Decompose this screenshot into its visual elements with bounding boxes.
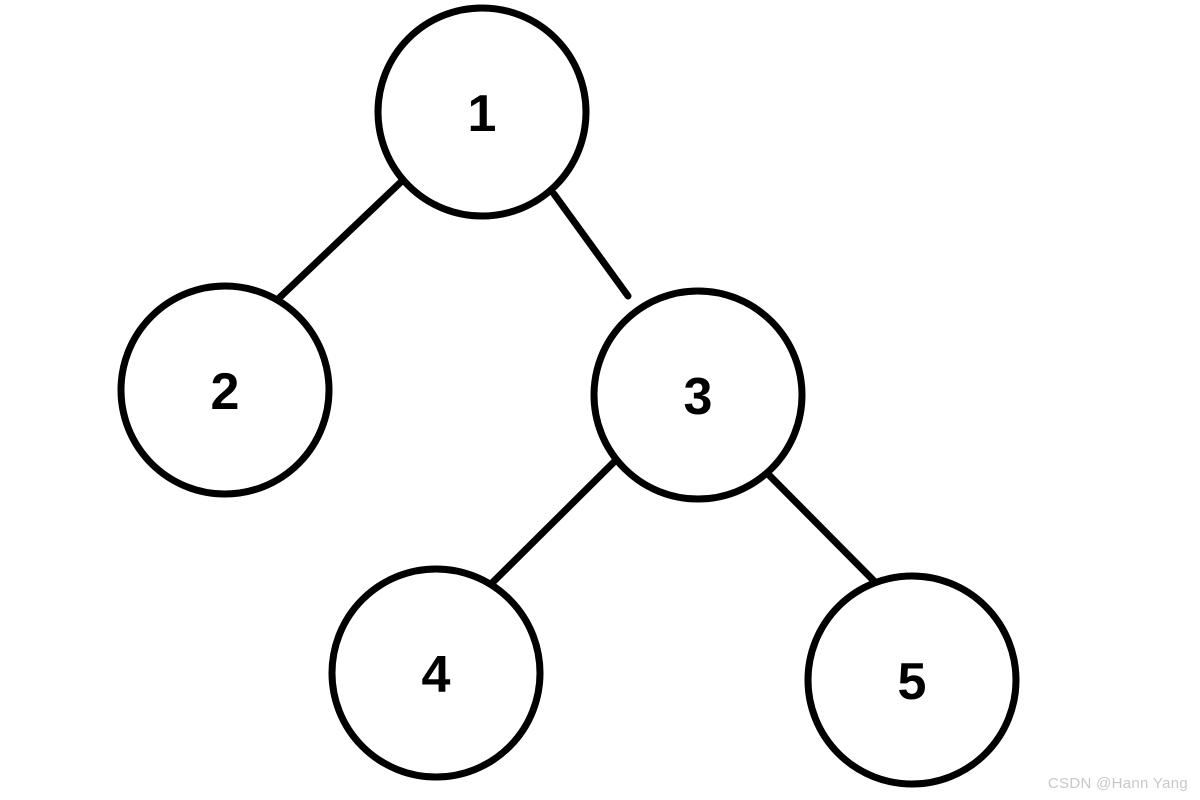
tree-edge-n1-n3	[550, 190, 632, 300]
tree-node-5[interactable]: 5	[804, 572, 1020, 788]
tree-edge-n1-n2	[273, 176, 407, 304]
node-label-1: 1	[468, 85, 497, 143]
tree-edge-n3-n5	[763, 469, 880, 587]
tree-node-3[interactable]: 3	[590, 287, 806, 503]
node-circle-5[interactable]	[804, 572, 1020, 788]
tree-node-2[interactable]: 2	[117, 282, 333, 498]
node-label-5: 5	[898, 653, 927, 711]
node-label-4: 4	[422, 646, 451, 704]
node-circle-3[interactable]	[590, 287, 806, 503]
watermark-text: CSDN @Hann Yang	[1047, 775, 1188, 792]
node-label-2: 2	[211, 363, 240, 421]
tree-edge-n3-n4	[486, 455, 621, 589]
tree-nodes-group: 1 2 3 4 5	[117, 4, 1020, 788]
node-circle-4[interactable]	[328, 565, 544, 781]
node-label-3: 3	[684, 368, 713, 426]
node-circle-2[interactable]	[117, 282, 333, 498]
node-circle-1[interactable]	[374, 4, 590, 220]
tree-node-4[interactable]: 4	[328, 565, 544, 781]
tree-node-1[interactable]: 1	[374, 4, 590, 220]
tree-edges-group	[273, 176, 880, 589]
